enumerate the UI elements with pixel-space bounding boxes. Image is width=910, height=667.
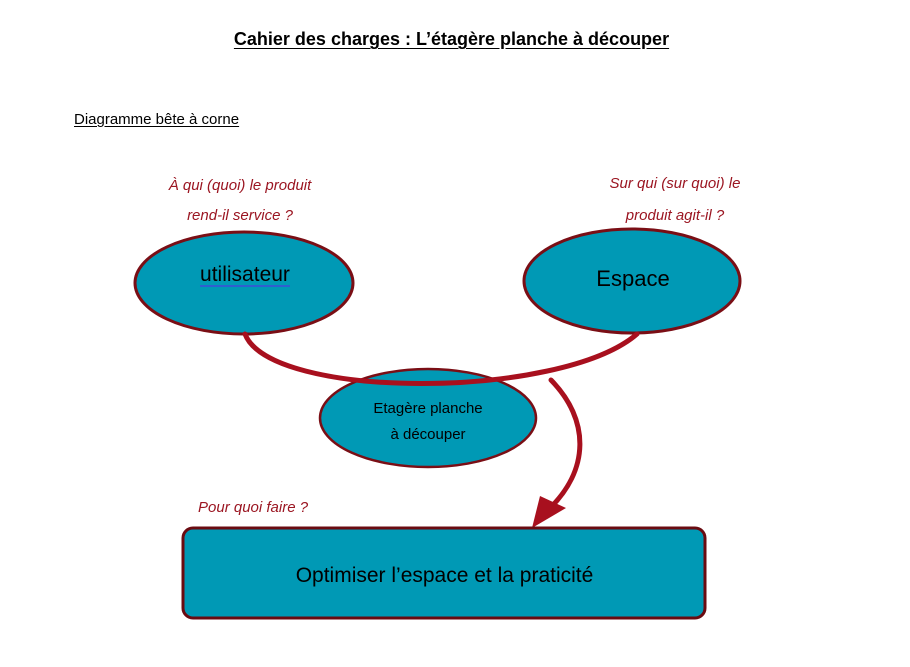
question-to-whom-line1: À qui (quoi) le produit (168, 177, 312, 194)
function-node-label: Optimiser l’espace et la praticité (295, 564, 594, 587)
space-node-label: Espace (596, 266, 670, 291)
space-node-shape (522, 227, 742, 335)
arrow-head-icon (532, 496, 566, 528)
question-to-whom-line2: rend-il service ? (187, 207, 293, 224)
arrow-shaft (545, 377, 583, 513)
function-node: Optimiser l’espace et la praticité (183, 564, 706, 588)
user-node-label: utilisateur (200, 263, 290, 286)
product-node-label-line1: Etagère planche (373, 400, 483, 417)
product-node: Etagère planche à découper (320, 396, 536, 448)
product-node-label-line2: à découper (390, 426, 466, 443)
space-node: Espace (523, 266, 743, 292)
function-node-shape (181, 526, 707, 620)
question-on-what-line1: Sur qui (sur quoi) le (609, 175, 741, 192)
document-title: Cahier des charges : L’étagère planche à… (0, 29, 903, 50)
question-to-whom: À qui (quoi) le produit rend-il service … (135, 171, 345, 231)
product-node-shape (318, 367, 538, 469)
question-what-for: Pour quoi faire ? (198, 499, 309, 516)
question-on-what-line2: produit agit-il ? (625, 207, 725, 224)
question-on-what: Sur qui (sur quoi) le produit agit-il ? (565, 168, 785, 232)
document-title-text: Cahier des charges : L’étagère planche à… (233, 29, 670, 49)
section-title: Diagramme bête à corne (74, 111, 240, 128)
horn-curve (242, 331, 640, 386)
user-node: utilisateur (135, 263, 355, 287)
